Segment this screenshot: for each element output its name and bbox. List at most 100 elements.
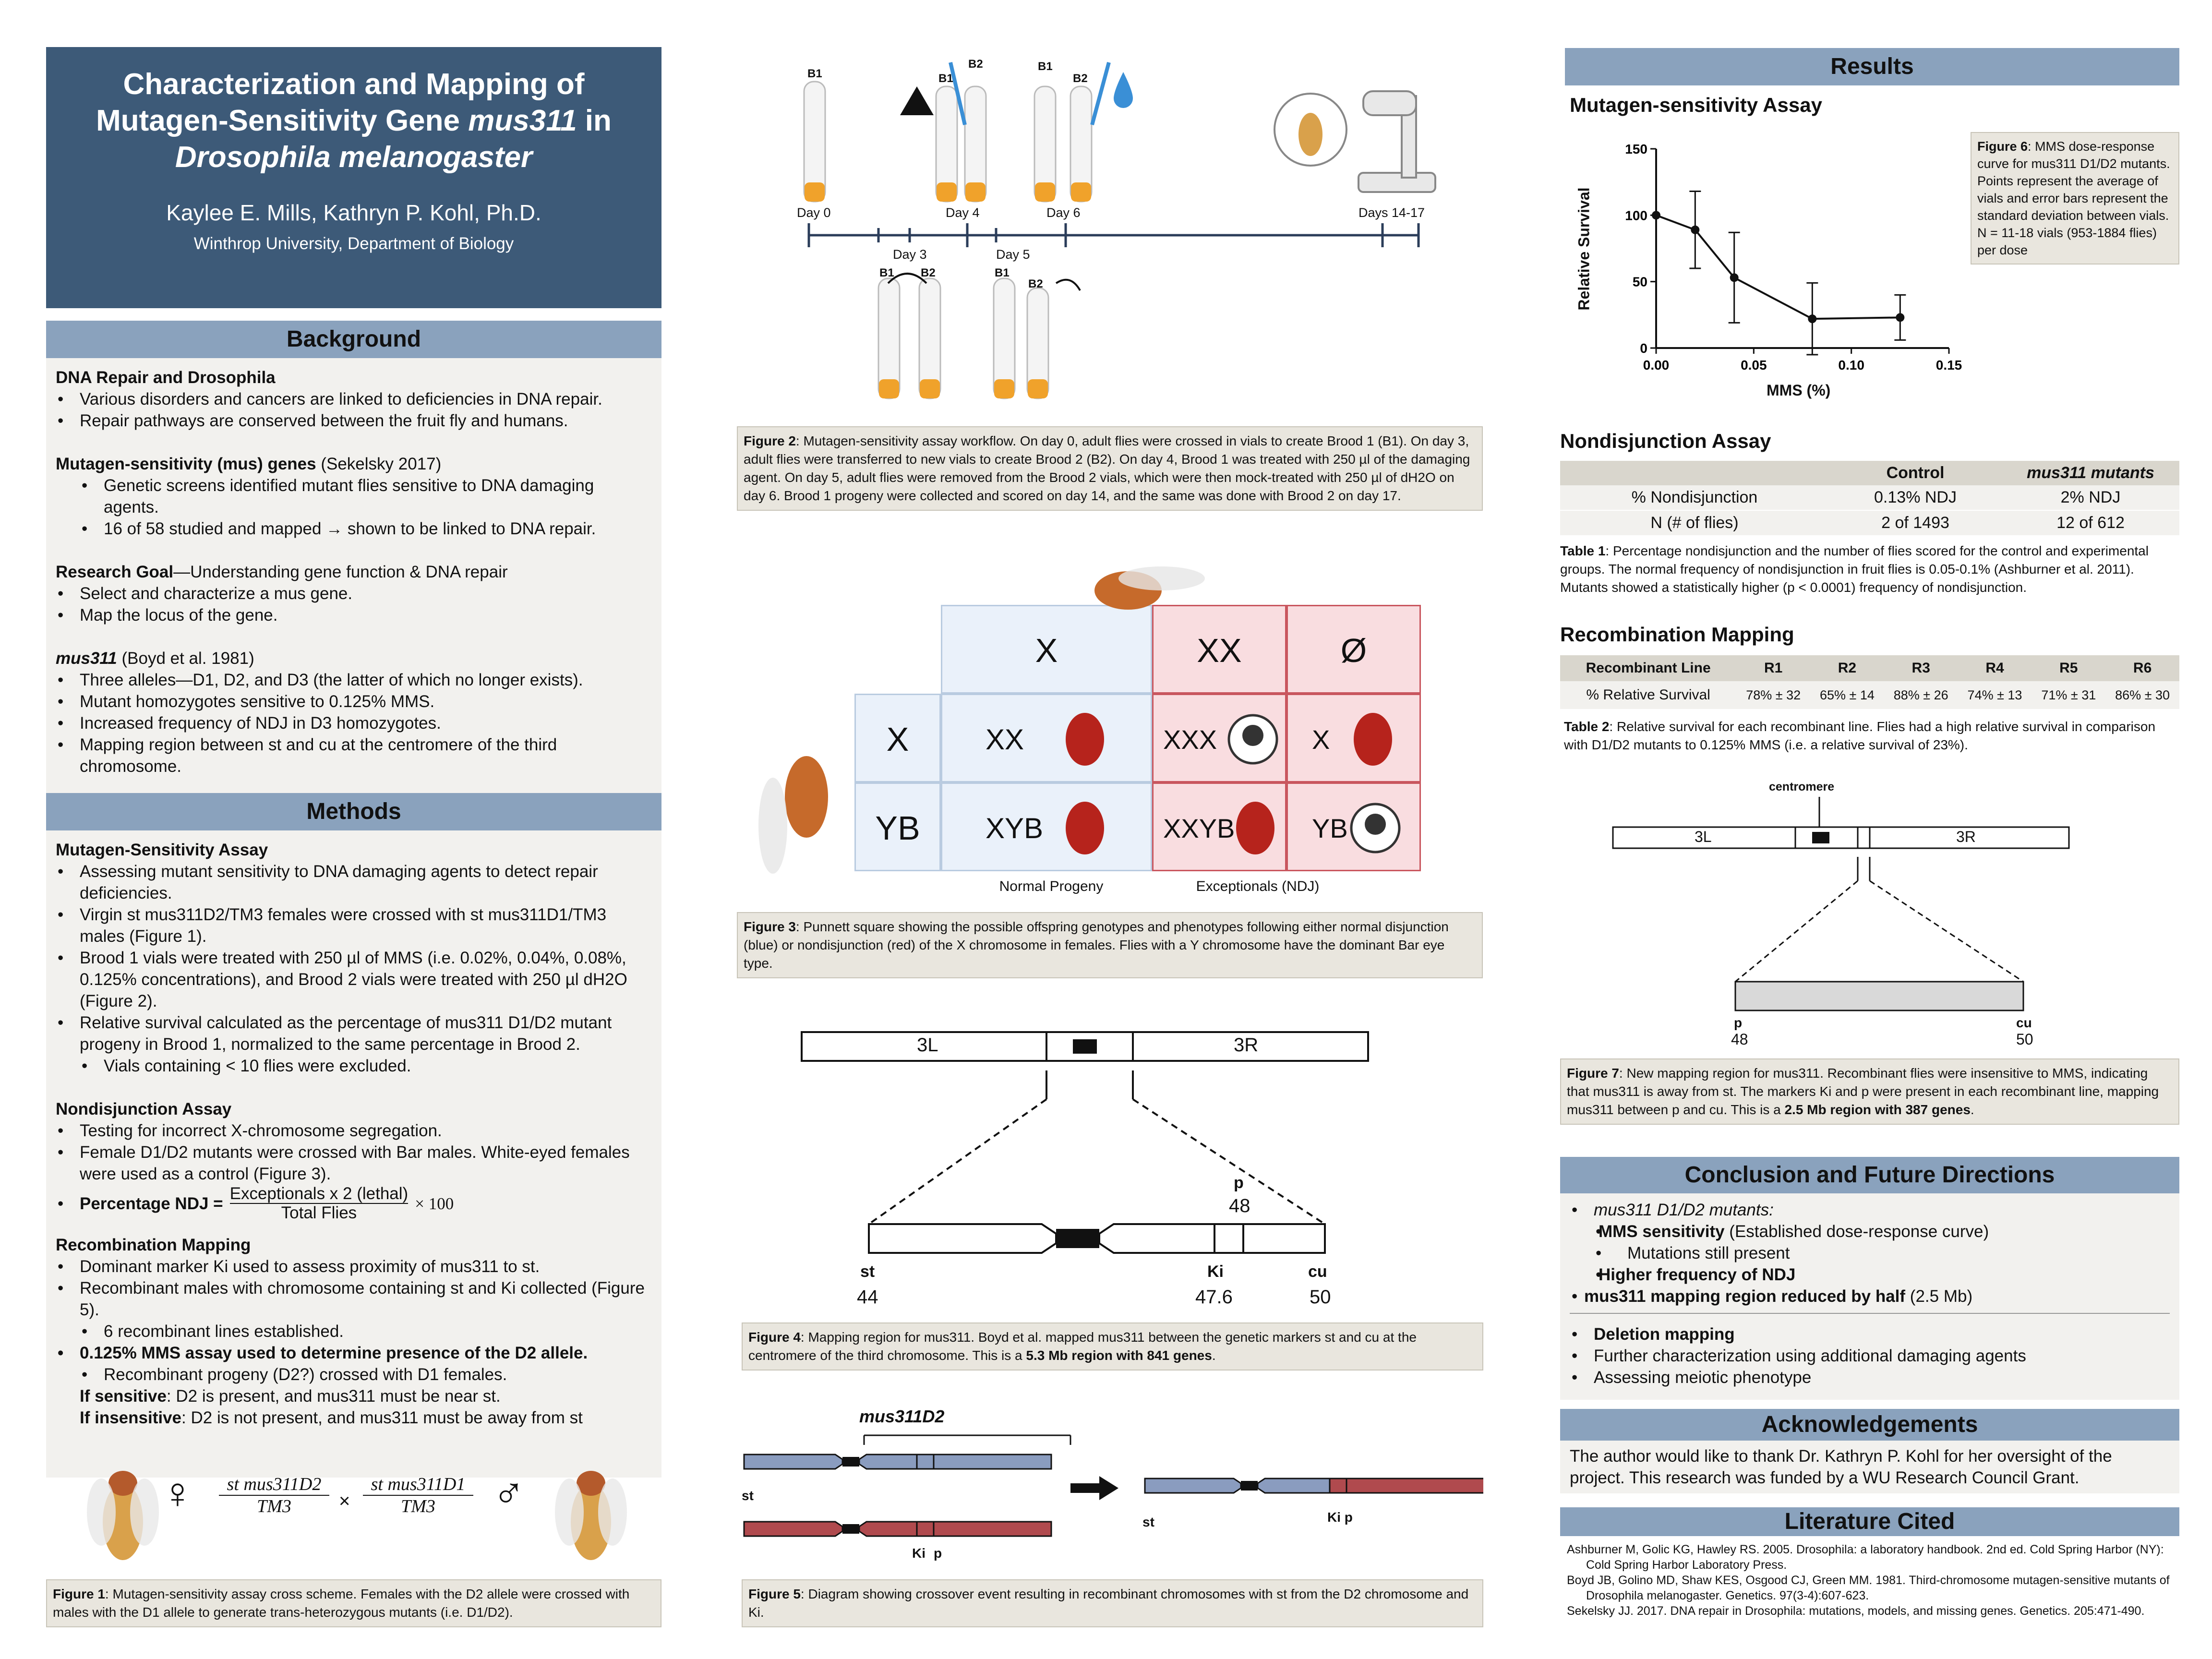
bg-list: Various disorders and cancers are linked… <box>56 388 652 432</box>
mapping-region-diagram <box>801 1031 1369 1254</box>
data-point <box>1896 313 1905 322</box>
skull-icon <box>1227 714 1278 765</box>
male-symbol-icon: ♂ <box>493 1469 525 1517</box>
male-genotype: st mus311D1 TM3 <box>363 1474 473 1517</box>
female-symbol-icon: ♀ <box>161 1469 194 1517</box>
y-tick-label: 150 <box>1625 142 1647 156</box>
x-tick-label: 0.05 <box>1741 358 1767 373</box>
punnett-row-y: YB <box>854 782 941 871</box>
fly-eye-icon <box>1066 802 1104 854</box>
punnett-col-x: X <box>941 605 1152 694</box>
male-fly-icon <box>555 1471 627 1560</box>
x-tick-label: 0.10 <box>1838 358 1864 373</box>
figure-3: X XX Ø X YB XX XYB XXX X XXYB YB Normal … <box>744 557 1483 898</box>
fig5-title: mus311D2 <box>859 1407 945 1426</box>
lit-refs: Ashburner M, Golic KG, Hawley RS. 2005. … <box>1560 1536 2179 1624</box>
poster-title: Characterization and Mapping of Mutagen-… <box>96 68 612 174</box>
chart-xlabel: MMS (%) <box>1767 382 1831 399</box>
bg-subtitle: Research Goal—Understanding gene functio… <box>56 563 508 581</box>
bg-subtitle: mus311 (Boyd et al. 1981) <box>56 649 254 668</box>
chart-ylabel: Relative Survival <box>1575 187 1593 311</box>
figure-5: mus311D2 st Ki p st Ki p <box>734 1407 1483 1579</box>
methods-section: Methods Mutagen-Sensitivity Assay Assess… <box>46 793 661 1478</box>
new-mapping-diagram <box>1612 797 2070 1011</box>
lit-header: Literature Cited <box>1560 1507 2179 1536</box>
skull-icon <box>1350 803 1401 854</box>
ack-section: Acknowledgements The author would like t… <box>1560 1409 2179 1493</box>
punnett-cell-xxy: XXYB <box>1152 782 1286 871</box>
female-fly-icon <box>87 1471 159 1560</box>
normal-progeny-label: Normal Progeny <box>999 878 1104 894</box>
authors: Kaylee E. Mills, Kathryn P. Kohl, Ph.D. <box>166 200 541 225</box>
assay-workflow-diagram <box>803 61 1436 399</box>
exceptionals-label: Exceptionals (NDJ) <box>1196 878 1320 894</box>
results-sub-mutagen: Mutagen-sensitivity Assay <box>1570 94 1822 116</box>
bg-list: Select and characterize a mus gene. Map … <box>56 583 652 626</box>
ack-header: Acknowledgements <box>1560 1409 2179 1441</box>
cross-scheme <box>87 1471 627 1560</box>
bg-subtitle: Mutagen-sensitivity (mus) genes (Sekelsk… <box>56 455 442 473</box>
female-genotype: st mus311D2 TM3 <box>219 1474 329 1517</box>
punnett-cell-x: X <box>1286 694 1421 782</box>
figure-7-caption: Figure 7: New mapping region for mus311.… <box>1560 1058 2179 1125</box>
table-1-caption: Table 1: Percentage nondisjunction and t… <box>1560 543 2149 595</box>
table-2-caption: Table 2: Relative survival for each reco… <box>1564 719 2156 752</box>
figure-4: 3L 3R p 48 st 44 Ki 47.6 cu 50 <box>734 1022 1483 1320</box>
hazard-icon <box>900 86 934 115</box>
background-header: Background <box>46 321 661 358</box>
conclusion-header: Conclusion and Future Directions <box>1560 1157 2179 1193</box>
title-box: Characterization and Mapping of Mutagen-… <box>46 47 661 308</box>
pipette-icon <box>949 62 967 125</box>
removal-arrow-icon <box>1055 278 1081 291</box>
y-tick-label: 0 <box>1640 341 1647 356</box>
figure-5-caption: Figure 5: Diagram showing crossover even… <box>742 1579 1483 1627</box>
microscope-icon <box>1358 90 1436 193</box>
fly-icon <box>1094 566 1205 610</box>
fly-eye-icon <box>1354 713 1392 766</box>
conclusion-section: Conclusion and Future Directions mus311 … <box>1560 1157 2179 1400</box>
y-tick-label: 100 <box>1625 208 1647 223</box>
x-tick-label: 0.00 <box>1643 358 1670 373</box>
figure-3-caption: Figure 3: Punnett square showing the pos… <box>737 912 1483 978</box>
background-section: Background DNA Repair and Drosophila Var… <box>46 321 661 807</box>
fly-icon <box>758 756 828 874</box>
results-sub-ndj: Nondisjunction Assay <box>1560 430 1771 452</box>
punnett-cell-xy: XYB <box>941 782 1152 871</box>
dose-response-chart: 0.00 0.05 0.10 0.15 0 50 100 150 <box>1625 142 1962 373</box>
crossover-diagram <box>743 1434 1483 1537</box>
lit-section: Literature Cited Ashburner M, Golic KG, … <box>1560 1507 2179 1624</box>
divider <box>1570 1313 2170 1314</box>
results-sub-recomb: Recombination Mapping <box>1560 623 1794 646</box>
arrow-right-icon <box>1070 1476 1118 1500</box>
methods-body: Mutagen-Sensitivity Assay Assessing muta… <box>46 830 661 1478</box>
figure-4-caption: Figure 4: Mapping region for mus311. Boy… <box>742 1322 1483 1370</box>
punnett-col-xx: XX <box>1152 605 1286 694</box>
figure-7: centromere 3L 3R p 48 cu 50 <box>1599 780 2079 1058</box>
figure-6-caption: Figure 6: MMS dose-response curve for mu… <box>1971 132 2179 264</box>
figure-1: ♀ st mus311D2 TM3 × st mus311D1 TM3 ♂ Fi… <box>46 1455 661 1627</box>
table-1: Control mus311 mutants % Nondisjunction … <box>1560 461 2179 597</box>
data-point <box>1652 211 1660 220</box>
x-tick-label: 0.15 <box>1936 358 1962 373</box>
bg-list: Genetic screens identified mutant flies … <box>56 475 652 540</box>
fly-eye-icon <box>1066 713 1104 766</box>
punnett-row-x: X <box>854 694 941 782</box>
figure-2-caption: Figure 2: Mutagen-sensitivity assay work… <box>737 426 1483 511</box>
ndj-formula: Percentage NDJ = Exceptionals x 2 (letha… <box>56 1185 652 1222</box>
table-2: Recombinant Line R1 R2 R3 R4 R5 R6 % Rel… <box>1560 655 2179 754</box>
punnett-icons <box>758 566 1401 874</box>
figure-1-caption: Figure 1: Mutagen-sensitivity assay cros… <box>46 1579 661 1627</box>
figure-2: B1 B1 B2 B1 B2 B1 B2 B1 B2 Day 0 Day 4 D… <box>734 53 1483 432</box>
bg-subtitle: DNA Repair and Drosophila <box>56 368 276 387</box>
y-tick-label: 50 <box>1633 275 1647 289</box>
conclusion-body: mus311 D1/D2 mutants: MMS sensitivity (E… <box>1560 1193 2179 1400</box>
methods-header: Methods <box>46 793 661 830</box>
background-body: DNA Repair and Drosophila Various disord… <box>46 358 661 807</box>
transfer-arrow-icon <box>887 273 927 284</box>
punnett-col-null: Ø <box>1286 605 1421 694</box>
data-point <box>1808 314 1817 324</box>
affiliation: Winthrop University, Department of Biolo… <box>193 234 514 253</box>
pipette-icon <box>1090 61 1111 126</box>
water-drop-icon <box>1114 72 1133 108</box>
data-point <box>1730 273 1739 282</box>
